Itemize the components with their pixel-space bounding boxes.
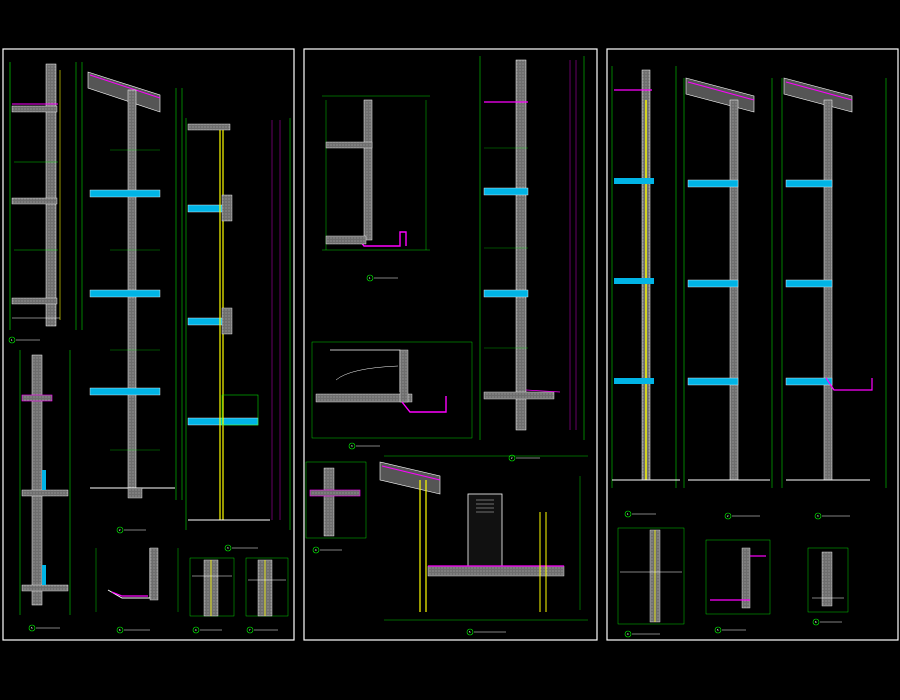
sheet-right-frame: [606, 48, 899, 641]
detail-section-2: 2: [479, 56, 585, 462]
detail-number-4: 4: [627, 632, 629, 636]
detail-section-4: 4: [189, 557, 235, 634]
detail-number-1: 1: [369, 276, 371, 280]
detail-section-6: 6: [95, 547, 179, 634]
detail-number-5: 5: [469, 630, 471, 634]
sheet-left: 1 2: [8, 62, 291, 634]
sheet-middle: 1 2 3: [305, 56, 588, 636]
detail-number-3: 3: [817, 514, 819, 518]
detail-section-2: 2: [683, 77, 773, 520]
detail-callout-1: [8, 336, 16, 344]
detail-number-1: 1: [11, 338, 13, 342]
detail-number-3: 3: [227, 546, 229, 550]
detail-number-2: 2: [119, 528, 121, 532]
detail-number-2: 2: [511, 456, 513, 460]
detail-number-1: 1: [627, 512, 629, 516]
detail-number-2: 2: [727, 514, 729, 518]
detail-section-6: 6: [807, 547, 849, 626]
detail-number-4: 4: [195, 628, 197, 632]
detail-section-7: 7: [245, 557, 289, 634]
detail-section-5: 5: [705, 539, 771, 634]
detail-number-6: 6: [119, 628, 121, 632]
sheet-right: 1 2 3: [611, 66, 887, 638]
detail-section-4: 4: [617, 527, 685, 638]
detail-number-3: 3: [351, 444, 353, 448]
detail-number-5: 5: [31, 626, 33, 630]
detail-section-3: 3: [185, 118, 291, 552]
detail-number-6: 6: [815, 620, 817, 624]
detail-section-5: 5: [19, 350, 71, 632]
detail-section-5: 5: [379, 455, 588, 636]
detail-section-1: 1: [8, 62, 83, 344]
detail-section-1: 1: [322, 95, 430, 282]
detail-number-7: 7: [249, 628, 251, 632]
detail-section-2: 2: [87, 71, 183, 534]
detail-number-4: 4: [315, 548, 317, 552]
sheet-left-frame: [2, 48, 295, 641]
detail-section-3: 3: [311, 341, 473, 450]
detail-section-4: 4: [305, 461, 367, 554]
detail-section-3: 3: [781, 77, 887, 520]
detail-number-5: 5: [717, 628, 719, 632]
detail-section-1: 1: [611, 66, 680, 518]
sheet-middle-frame: [303, 48, 598, 641]
